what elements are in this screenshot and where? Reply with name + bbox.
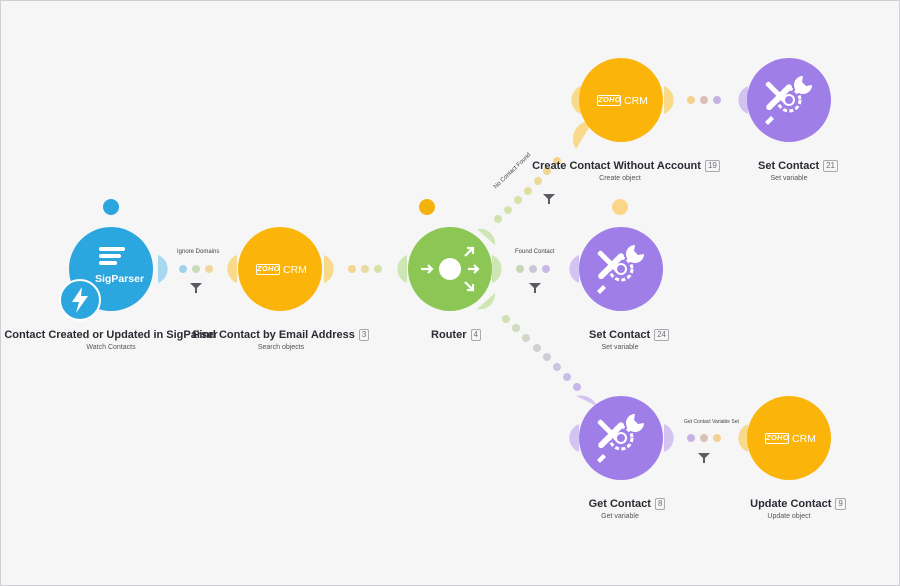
module-id-badge: 19 <box>704 160 720 172</box>
filter-label-ignore-domains[interactable]: Ignore Domains <box>177 249 220 255</box>
module-id-badge: 24 <box>654 329 670 341</box>
set-contact-mid-module[interactable] <box>579 227 663 311</box>
zoho-crm-logo: ZOHO CRM <box>256 264 307 276</box>
filter-icon[interactable] <box>698 453 710 463</box>
module-subtitle: Create object <box>599 175 641 182</box>
module-title: Contact Created or Updated in SigParser <box>4 329 218 341</box>
router-status-dot <box>419 199 435 215</box>
module-subtitle: Get variable <box>601 513 639 520</box>
setmid-status-dot <box>612 199 628 215</box>
sigparser-status-dot <box>103 199 119 215</box>
filter-label-get-contact-variable-set[interactable]: Get Contact Variable Set <box>684 419 739 425</box>
module-id-badge: 3 <box>358 329 370 341</box>
filter-label-found-contact[interactable]: Found Contact <box>515 249 555 255</box>
wrench-gear-icon <box>765 76 812 125</box>
filter-icon[interactable] <box>543 194 555 204</box>
wrench-gear-icon <box>597 414 644 463</box>
module-subtitle: Set variable <box>601 344 639 351</box>
wrench-gear-icon <box>597 245 644 294</box>
find-contact-module[interactable]: ZOHO CRM <box>238 227 322 311</box>
get-contact-module[interactable] <box>579 396 663 480</box>
update-contact-module[interactable]: ZOHO CRM <box>747 396 831 480</box>
module-id-badge: 8 <box>654 498 666 510</box>
link-get-update[interactable] <box>687 434 721 442</box>
filter-icon[interactable] <box>190 283 202 293</box>
sigparser-module[interactable]: SigParser <box>69 227 153 311</box>
sigparser-logo <box>99 247 125 265</box>
router-arrows-icon <box>421 246 480 292</box>
create-contact-module[interactable]: ZOHO CRM <box>579 58 663 142</box>
set-contact-top-module[interactable] <box>747 58 831 142</box>
module-id-badge: 21 <box>823 160 839 172</box>
link-find-router[interactable] <box>348 265 382 273</box>
connector-stubs <box>158 86 748 452</box>
module-subtitle: Set variable <box>770 175 808 182</box>
filter-icon[interactable] <box>529 283 541 293</box>
router-module[interactable] <box>408 227 492 311</box>
lightning-bolt-icon <box>59 279 101 321</box>
sigparser-logo-text: SigParser <box>95 273 145 285</box>
module-id-badge: 4 <box>470 329 481 341</box>
link-create-settop[interactable] <box>687 96 721 104</box>
link-router-get[interactable] <box>502 315 581 391</box>
module-subtitle: Search objects <box>257 344 305 351</box>
module-subtitle: Watch Contacts <box>86 344 136 351</box>
link-router-setmid[interactable] <box>516 265 550 273</box>
link-router-create[interactable] <box>494 157 561 223</box>
zoho-crm-logo: ZOHO CRM <box>597 95 648 107</box>
module-id-badge: 9 <box>835 498 846 510</box>
link-sigparser-find[interactable] <box>179 265 213 273</box>
module-subtitle: Update object <box>767 513 811 520</box>
zoho-crm-logo: ZOHO CRM <box>765 433 816 445</box>
